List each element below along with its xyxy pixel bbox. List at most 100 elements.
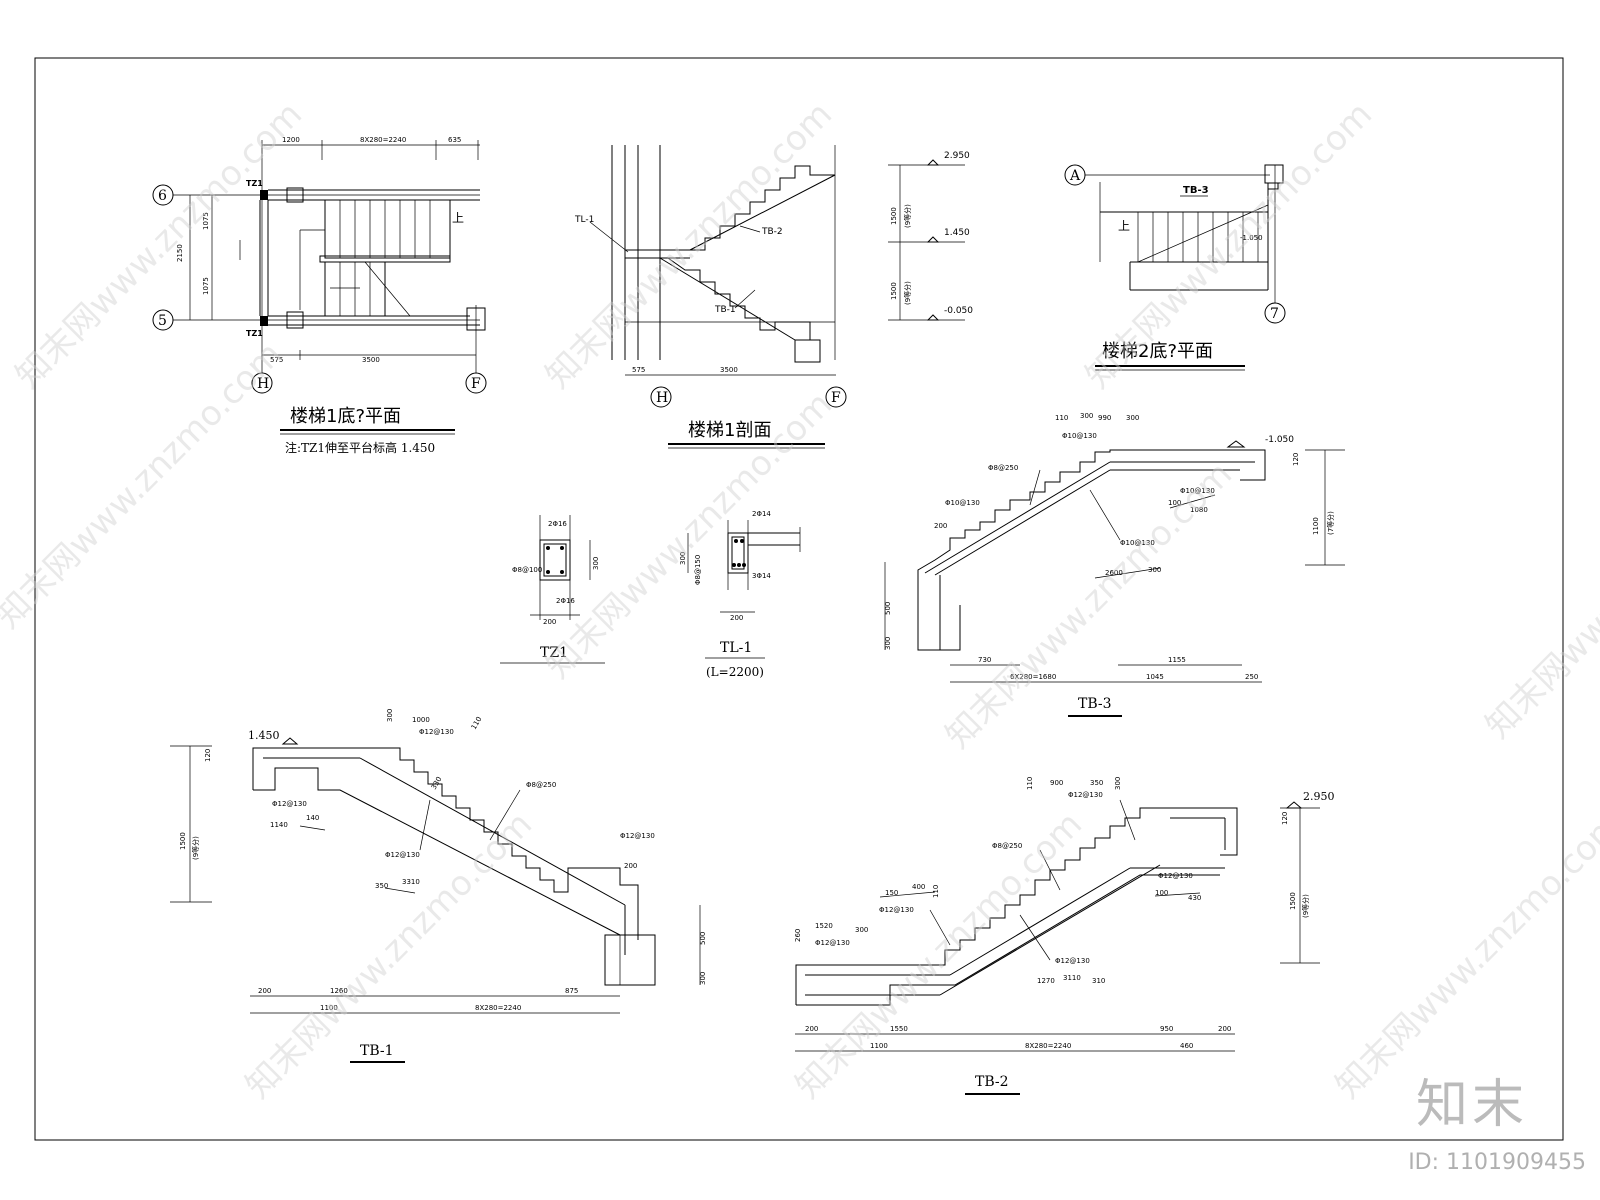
plan2-elev: -1.050 <box>1240 234 1263 242</box>
tl1-l2: Φ8@150 <box>694 555 702 585</box>
plan1-dim-top-0: 1200 <box>282 136 300 144</box>
plan1-dim-top-2: 635 <box>448 136 461 144</box>
tz1-l1: Φ8@100 <box>512 566 542 574</box>
tb2-l2: Φ12@130 <box>1158 872 1193 880</box>
section1-dim-r3: (9等分) <box>903 281 912 305</box>
tb1-b1: 1000 <box>412 716 430 724</box>
tb3-b1: 300 <box>1080 412 1093 420</box>
plan2-title: 楼梯2底?平面 <box>1102 341 1213 362</box>
tb3-detail: -1.050 Φ10@130 Φ8@250 Φ10@130 Φ10@130 Φ1… <box>884 412 1345 717</box>
plan2-axis-7: 7 <box>1270 306 1279 322</box>
tb3-b0: 110 <box>1055 414 1068 422</box>
section1-axis-F: F <box>831 390 841 406</box>
tb3-l7: 300 <box>884 637 892 650</box>
tb2-b8: 300 <box>855 926 868 934</box>
tb3-b3: 300 <box>1126 414 1139 422</box>
tz1-l0: 2Φ16 <box>548 520 567 528</box>
tb2-detail: 2.950 Φ12@130 Φ8@250 Φ12@130 Φ12@130 Φ12… <box>794 777 1335 1095</box>
tb1-detail: 1.450 Φ12@130 Φ12@130 Φ12@130 Φ8@250 Φ12… <box>170 709 707 1063</box>
tb2-d5: 8X280=2240 <box>1025 1042 1071 1050</box>
tz1-l2: 300 <box>592 557 600 570</box>
plan1-axis-H: H <box>257 376 269 392</box>
section1-dim-r1: (9等分) <box>903 204 912 228</box>
tb1-b5: 3310 <box>402 878 420 886</box>
plan2-tb3: TB-3 <box>1183 185 1209 196</box>
tb2-b10: 100 <box>1155 889 1168 897</box>
plan1-tz1-bottom: TZ1 <box>246 329 263 338</box>
tb2-elev: 2.950 <box>1303 790 1335 803</box>
tb1-b4: 350 <box>375 882 388 890</box>
plan2-axis-A: A <box>1069 168 1081 184</box>
plan1-axis-F: F <box>471 376 481 392</box>
tb3-l3: Φ10@130 <box>1180 487 1215 495</box>
tb2-b0: 110 <box>1026 777 1034 790</box>
tb2-l1: Φ8@250 <box>992 842 1022 850</box>
tb1-d7: 120 <box>204 749 212 762</box>
section1-label-tb1: TB-1 <box>714 305 736 315</box>
tb1-l2: Φ12@130 <box>385 851 420 859</box>
tb1-d4: 8X280=2240 <box>475 1004 521 1012</box>
tl1-l0: 2Φ14 <box>752 510 771 518</box>
tb1-b3: 140 <box>306 814 319 822</box>
tb2-l0: Φ12@130 <box>1068 791 1103 799</box>
brand-logo: 知末 <box>1415 1075 1528 1135</box>
tl1-l4: 200 <box>730 614 743 622</box>
tb1-title: TB-1 <box>360 1043 394 1059</box>
section1-elev-2: -0.050 <box>944 306 973 316</box>
plan1-tz1-top: TZ1 <box>246 179 263 188</box>
tb3-d1: 1155 <box>1168 656 1186 664</box>
tb2-title: TB-2 <box>975 1074 1009 1090</box>
drawing-frame <box>34 57 1564 1141</box>
tb2-l3: Φ12@130 <box>879 906 914 914</box>
tb1-l5: 200 <box>624 862 637 870</box>
section1-dim-0: 575 <box>632 366 645 374</box>
tb3-b4: 100 <box>1168 499 1181 507</box>
tl1-l1: 300 <box>679 552 687 565</box>
section1-dim-1: 3500 <box>720 366 738 374</box>
tb1-l4: Φ12@130 <box>620 832 655 840</box>
tb1-l1: Φ12@130 <box>272 800 307 808</box>
tl1-subtitle: (L=2200) <box>706 665 764 679</box>
section1-axis-H: H <box>656 390 668 406</box>
tb3-elev: -1.050 <box>1265 435 1294 445</box>
stair1-plan: 1200 8X280=2240 635 6 5 H F 2150 1075 10… <box>152 136 487 455</box>
plan1-dim-left-2: 1075 <box>202 277 210 295</box>
tb2-d3: 200 <box>1218 1025 1231 1033</box>
tb1-d3: 1100 <box>320 1004 338 1012</box>
plan1-axis-6: 6 <box>158 188 167 204</box>
stair1-section: TL-1 TB-2 TB-1 H F 575 3500 楼梯1剖面 2.950 … <box>574 145 973 449</box>
tb3-d5: 1100 <box>1312 517 1320 535</box>
tb2-l5: Φ12@130 <box>1055 957 1090 965</box>
tb3-l6: 500 <box>884 602 892 615</box>
tb3-l1: Φ8@250 <box>988 464 1018 472</box>
tb1-d0: 200 <box>258 987 271 995</box>
tb2-d2: 950 <box>1160 1025 1173 1033</box>
tb2-b12: 1270 <box>1037 977 1055 985</box>
section1-title: 楼梯1剖面 <box>688 420 771 441</box>
tb2-b3: 300 <box>1114 777 1122 790</box>
tb2-b4: 150 <box>885 889 898 897</box>
watermark-9: 知末网www.znzmo.com <box>788 804 1090 1106</box>
tz1-l3: 2Φ16 <box>556 597 575 605</box>
tb3-d4: 250 <box>1245 673 1258 681</box>
tz1-l4: 200 <box>543 618 556 626</box>
tb2-b1: 900 <box>1050 779 1063 787</box>
section1-elev-0: 2.950 <box>944 151 970 161</box>
tb2-b6: 110 <box>932 885 940 898</box>
tb3-l4: Φ10@130 <box>1120 539 1155 547</box>
plan1-note: 注:TZ1伸至平台标高 1.450 <box>285 440 435 455</box>
tb3-b5: 1080 <box>1190 506 1208 514</box>
plan1-up: 上 <box>452 211 464 225</box>
tb3-d6: (7等分) <box>1326 511 1335 535</box>
watermark-3: 知末网www.znzmo.com <box>1078 94 1380 396</box>
plan1-dim-left-1: 1075 <box>202 212 210 230</box>
tb2-d4: 1100 <box>870 1042 888 1050</box>
section1-elev-1: 1.450 <box>944 228 970 238</box>
tb1-elev: 1.450 <box>248 729 280 742</box>
plan1-axis-5: 5 <box>158 313 167 329</box>
tb3-l2: Φ10@130 <box>945 499 980 507</box>
tb3-b7: 300 <box>1148 566 1161 574</box>
tb1-d2: 875 <box>565 987 578 995</box>
tb2-b2: 350 <box>1090 779 1103 787</box>
